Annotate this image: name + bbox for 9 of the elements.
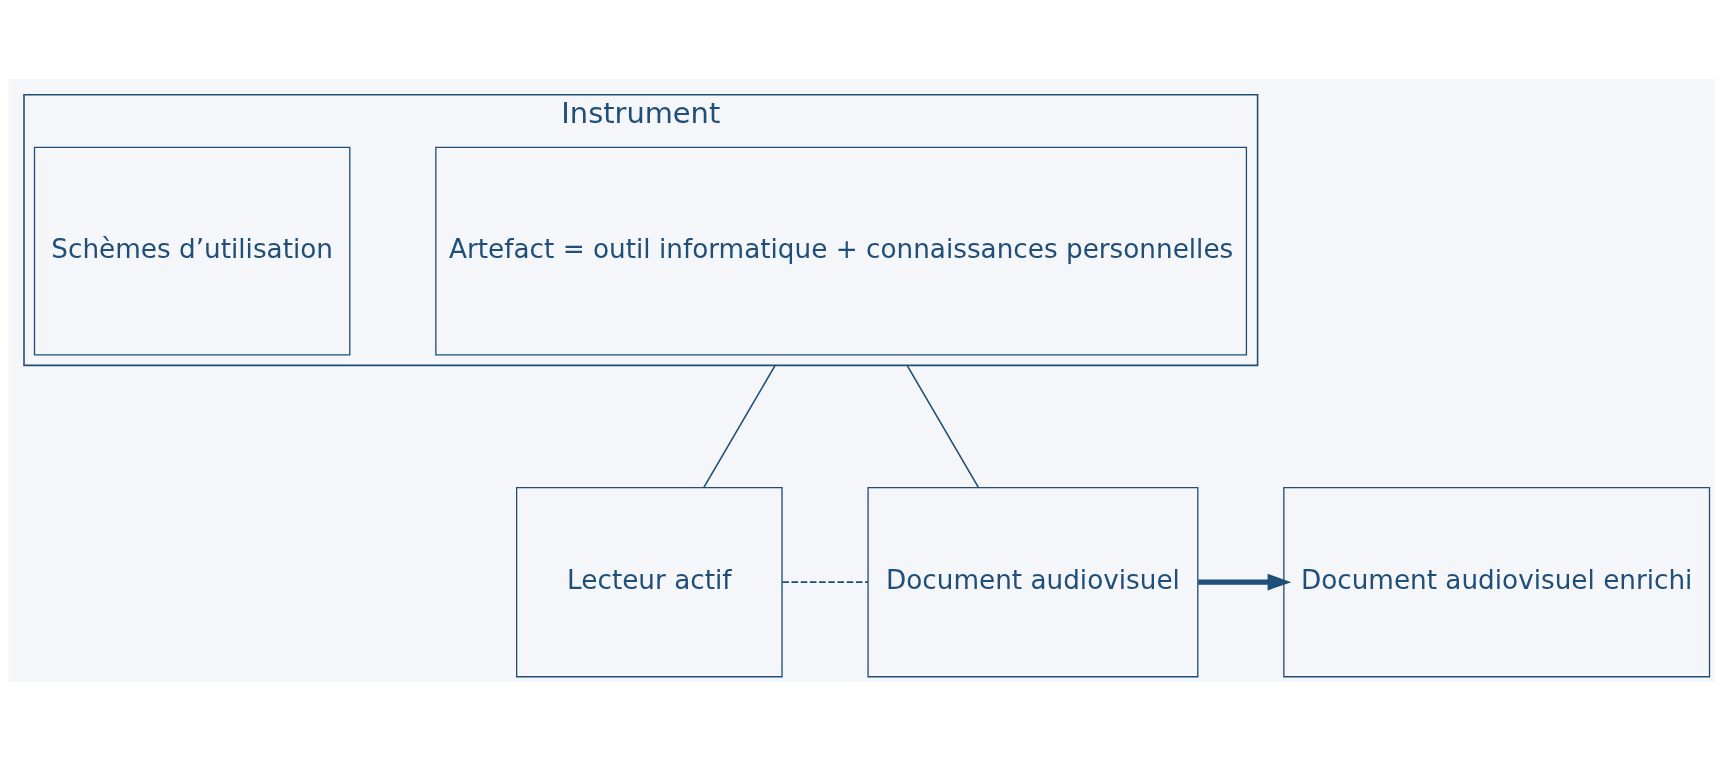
connector (781, 580, 869, 583)
arrow (1198, 573, 1292, 590)
connector (703, 364, 776, 488)
node-box: Artefact = outil informatique + connaissances personnelles (435, 146, 1248, 356)
connector (906, 364, 980, 488)
node-box: Document audiovisuel (867, 486, 1199, 677)
node-box: Lecteur actif (516, 486, 783, 677)
node-box: Document audiovisuel enrichi (1283, 486, 1711, 677)
node-box: Schèmes d’utilisation (33, 146, 351, 356)
